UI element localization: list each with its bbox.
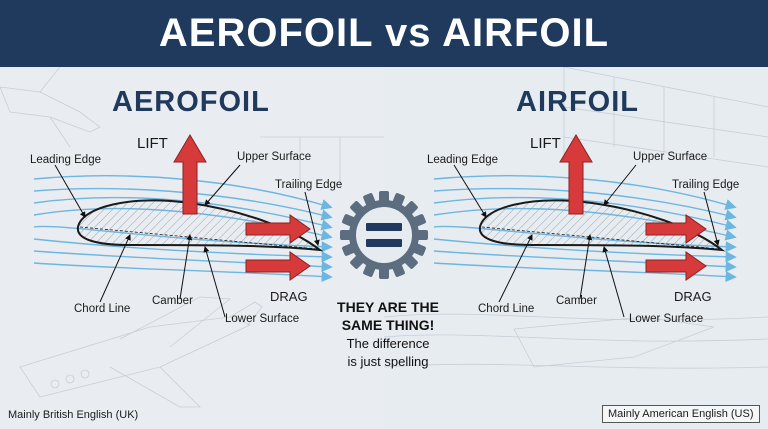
lift-arrow — [173, 134, 207, 215]
drag-arrow-upper — [245, 214, 311, 244]
label-lower-surface: Lower Surface — [225, 313, 300, 325]
footer-us: Mainly American English (US) — [602, 405, 760, 423]
lift-arrow — [559, 134, 593, 215]
panel-title-airfoil: AIRFOIL — [516, 86, 639, 118]
label-trailing-edge: Trailing Edge — [275, 179, 343, 191]
label-upper-surface: Upper Surface — [633, 151, 708, 163]
label-chord-line: Chord Line — [74, 303, 131, 315]
drag-arrow-lower — [245, 251, 311, 281]
gear-icon — [340, 191, 428, 279]
airplane-sketch-background — [0, 67, 384, 408]
label-upper-surface: Upper Surface — [237, 151, 312, 163]
center-subtext-2: is just spelling — [347, 354, 429, 369]
label-trailing-edge: Trailing Edge — [672, 179, 740, 191]
label-lift: LIFT — [530, 135, 561, 152]
center-message: THEY ARE THE SAME THING! The difference … — [318, 298, 458, 370]
center-subtext-1: The difference — [346, 336, 430, 351]
label-camber: Camber — [556, 295, 597, 307]
label-drag: DRAG — [674, 289, 712, 304]
label-leading-edge: Leading Edge — [427, 154, 498, 166]
drag-arrow-lower — [645, 251, 707, 281]
wind-tunnel-sketch-background — [384, 67, 768, 369]
center-headline-2: SAME THING! — [341, 317, 435, 333]
airfoil-diagram — [433, 134, 737, 318]
label-lower-surface: Lower Surface — [629, 313, 704, 325]
label-drag: DRAG — [270, 289, 308, 304]
aerofoil-diagram — [33, 134, 333, 318]
panel-title-aerofoil: AEROFOIL — [112, 86, 270, 118]
drag-arrow-upper — [645, 214, 707, 244]
label-leading-edge: Leading Edge — [30, 154, 101, 166]
label-chord-line: Chord Line — [478, 303, 535, 315]
airfoil-panel: AIRFOIL — [384, 67, 768, 429]
banner-title: AEROFOIL vs AIRFOIL — [158, 11, 610, 55]
aerofoil-panel: AEROFOIL — [0, 67, 384, 429]
label-camber: Camber — [152, 295, 193, 307]
label-lift: LIFT — [137, 135, 168, 152]
title-banner: AEROFOIL vs AIRFOIL — [0, 0, 768, 67]
center-headline-1: THEY ARE THE — [337, 299, 439, 315]
aerofoil-shape — [76, 199, 324, 252]
equals-icon — [366, 223, 402, 247]
airfoil-shape — [478, 199, 726, 252]
footer-uk: Mainly British English (UK) — [8, 409, 139, 421]
